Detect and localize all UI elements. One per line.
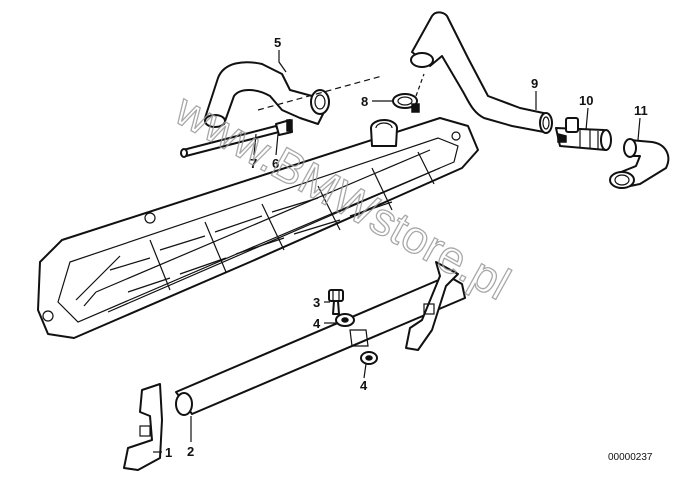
callout-4b: 4 [360, 378, 368, 393]
elbow-part-11 [609, 138, 670, 189]
valve-part-10 [555, 117, 612, 151]
washer-part-4-upper [335, 313, 355, 327]
diagram-reference-number: 00000237 [608, 452, 653, 463]
callout-7: 7 [250, 156, 257, 171]
callout-10: 10 [579, 93, 593, 108]
nipple-part-6 [275, 119, 293, 136]
callout-6: 6 [272, 156, 279, 171]
clamp-part-8 [392, 93, 420, 113]
callout-8: 8 [361, 94, 368, 109]
callout-4a: 4 [313, 316, 321, 331]
lower-bracket-assembly [123, 261, 466, 471]
callout-1: 1 [165, 445, 172, 460]
callout-9: 9 [531, 76, 538, 91]
callout-3: 3 [313, 295, 320, 310]
hose-part-9 [410, 11, 553, 134]
callout-2: 2 [187, 444, 194, 459]
washer-part-4-lower [360, 351, 378, 365]
hose-part-5 [204, 61, 330, 128]
screw-part-3 [328, 289, 344, 315]
callout-5: 5 [274, 35, 281, 50]
leader-lines [153, 50, 641, 453]
callout-11: 11 [634, 103, 648, 118]
valve-cover-plate [37, 117, 479, 339]
callout-labels: 1 2 3 4 4 5 6 7 8 9 10 11 [165, 35, 648, 460]
